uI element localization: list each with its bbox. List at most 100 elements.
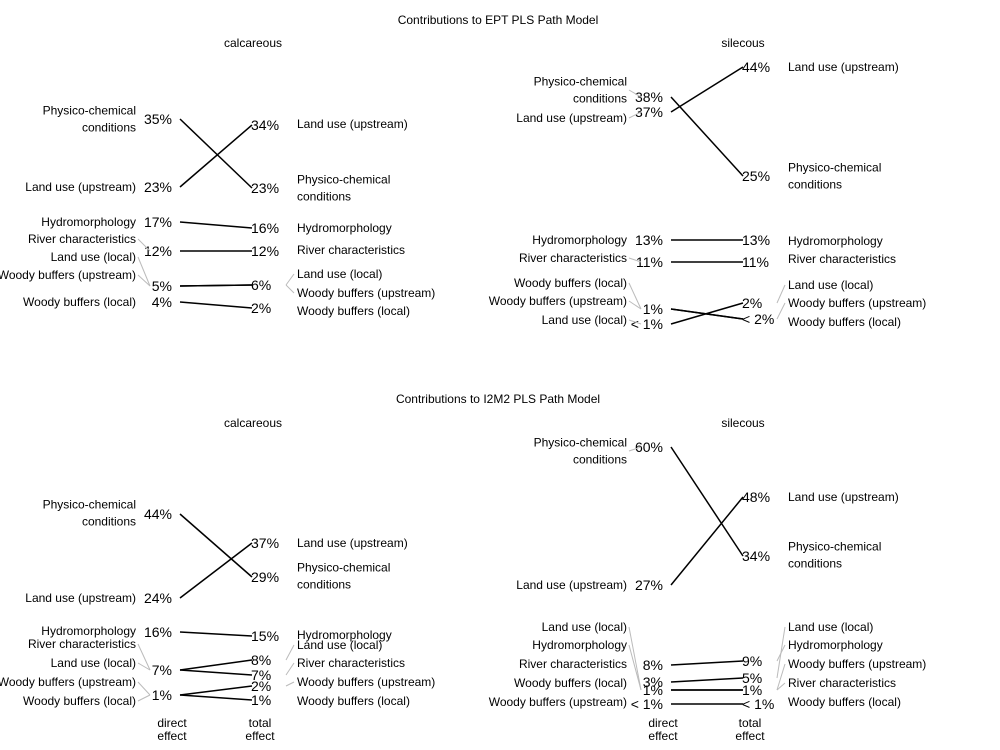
direct-value-label: 60% [635, 439, 663, 455]
direct-value-label: 38% [635, 89, 663, 105]
direct-category-label: River characteristics [519, 657, 627, 671]
total-category-label: Hydromorphology [297, 628, 392, 642]
total-category-label: Land use (local) [297, 267, 382, 281]
direct-value-label: 12% [144, 243, 172, 259]
total-category-label: Woody buffers (upstream) [788, 296, 926, 310]
slope-line [179, 694, 253, 701]
footer-total-line2: effect [735, 729, 765, 743]
figure-title-ept: Contributions to EPT PLS Path Model [398, 13, 599, 27]
leader-line [285, 273, 295, 286]
direct-category-label: Woody buffers (local) [514, 276, 627, 290]
leader-line [776, 284, 786, 304]
total-category-label: Land use (local) [788, 278, 873, 292]
total-category-label: Hydromorphology [788, 638, 883, 652]
direct-category-label: Land use (upstream) [25, 591, 136, 605]
leader-line [628, 111, 642, 119]
total-value-label: 2% [251, 300, 271, 316]
total-value-label: 2% [251, 678, 271, 694]
total-category-label: Woody buffers (upstream) [297, 286, 435, 300]
direct-category-label: Land use (upstream) [25, 180, 136, 194]
leader-line [137, 662, 151, 671]
leader-line [628, 282, 642, 310]
total-category-label: River characteristics [297, 243, 405, 257]
total-value-label: 5% [742, 670, 762, 686]
total-category-label: Land use (upstream) [297, 536, 408, 550]
direct-value-label: 24% [144, 590, 172, 606]
total-category-label: Woody buffers (local) [788, 315, 901, 329]
slope-line [670, 66, 744, 113]
direct-value-label: 4% [152, 294, 172, 310]
slope-line [670, 660, 744, 666]
total-value-label: < 1% [742, 696, 774, 712]
direct-value-label: 27% [635, 577, 663, 593]
total-value-label: 25% [742, 168, 770, 184]
direct-value-label: 5% [152, 278, 172, 294]
direct-value-label: 13% [635, 232, 663, 248]
panel-subtitle: calcareous [224, 416, 282, 430]
total-value-label: 8% [251, 652, 271, 668]
direct-category-label: River characteristics [519, 251, 627, 265]
direct-value-label: 44% [144, 506, 172, 522]
total-value-label: 2% [742, 295, 762, 311]
leader-line [137, 274, 151, 287]
panel-subtitle: silecous [721, 416, 764, 430]
panel-ept-calcareous: calcareous 35%23%17%12%5%4%34%23%16%12%6… [0, 36, 435, 318]
direct-category-label: Hydromorphology [532, 638, 627, 652]
leader-line [628, 319, 642, 325]
direct-category-label: Land use (upstream) [516, 111, 627, 125]
leader-line [628, 300, 642, 310]
total-value-label: 34% [742, 548, 770, 564]
slope-line [670, 677, 744, 683]
total-value-label: 34% [251, 117, 279, 133]
footer-direct-line2: effect [157, 729, 187, 743]
direct-category-label: Woody buffers (local) [23, 295, 136, 309]
direct-category-label: Land use (local) [51, 250, 136, 264]
total-category-label: Woody buffers (local) [297, 304, 410, 318]
total-value-label: 15% [251, 628, 279, 644]
direct-category-label: Woody buffers (local) [514, 676, 627, 690]
slope-line [179, 669, 253, 676]
total-value-label: 1% [742, 682, 762, 698]
direct-category-label: Land use (local) [51, 656, 136, 670]
leader-line [137, 694, 151, 702]
leader-line [285, 644, 295, 661]
direct-value-label: 8% [643, 657, 663, 673]
direct-category-label: Land use (local) [542, 313, 627, 327]
direct-value-label: 17% [144, 214, 172, 230]
leader-line [628, 89, 642, 98]
leader-line [776, 302, 786, 320]
slope-line [179, 631, 253, 637]
direct-category-label: Woody buffers (upstream) [0, 268, 136, 282]
leader-line [628, 446, 642, 452]
direct-category-label: Hydromorphology [41, 215, 136, 229]
footer-total-line1: total [249, 716, 272, 730]
direct-value-label: 23% [144, 179, 172, 195]
leader-line [137, 256, 151, 287]
direct-value-label: 1% [643, 682, 663, 698]
total-category-label: Land use (upstream) [788, 490, 899, 504]
total-value-label: 16% [251, 220, 279, 236]
direct-value-label: 35% [144, 111, 172, 127]
footer-total-effect: total effect total effect [245, 716, 765, 743]
total-category-label: Land use (upstream) [788, 60, 899, 74]
total-value-label: 29% [251, 569, 279, 585]
direct-value-label: 1% [152, 687, 172, 703]
leader-line [285, 284, 295, 294]
leader-line [776, 644, 786, 662]
footer-direct-line2: effect [648, 729, 678, 743]
direct-category-label: Hydromorphology [532, 233, 627, 247]
slope-line [179, 124, 253, 188]
direct-category-label: Woody buffers (local) [23, 694, 136, 708]
slope-line [179, 221, 253, 229]
leader-line [776, 682, 786, 691]
direct-value-label: 11% [636, 254, 663, 270]
panel-subtitle: silecous [721, 36, 764, 50]
leader-line [628, 626, 642, 691]
leader-line [285, 681, 295, 687]
